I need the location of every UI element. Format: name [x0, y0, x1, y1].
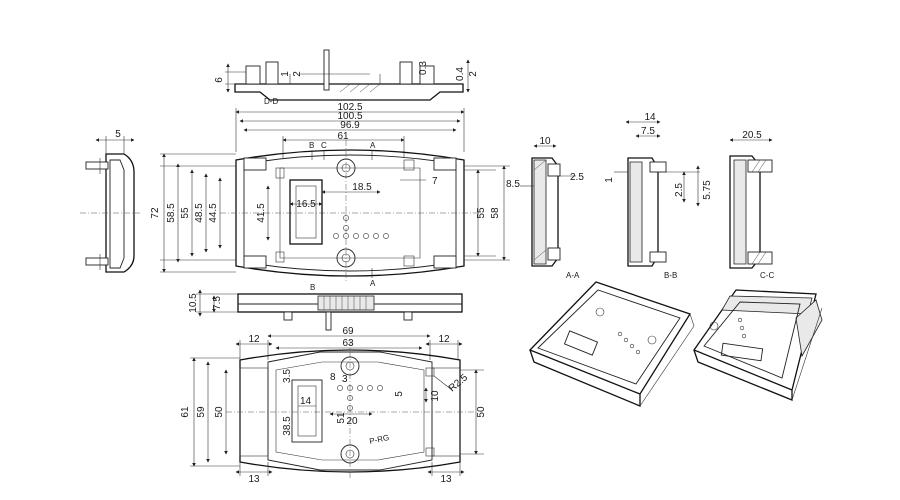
bottom-dim-50: 50 — [214, 406, 225, 418]
top-mark-b: B — [309, 141, 314, 150]
top-dim-44-5: 44.5 — [208, 203, 219, 223]
top-dim-16-5: 16.5 — [296, 199, 316, 210]
bottom-dim-20: 20 — [346, 416, 358, 427]
top-dim-41-5: 41.5 — [256, 203, 267, 223]
bb-dim-5-75: 5.75 — [702, 180, 713, 200]
front-dim-7-5: 7.5 — [212, 296, 223, 310]
isometric-top-view — [528, 281, 695, 407]
top-dim-58-right: 58 — [490, 207, 501, 219]
view-section-c-c: 20.5 C-C — [729, 130, 774, 280]
view-bottom: 12 12 69 63 61 59 50 50 — [180, 326, 487, 485]
bottom-dim-5: 5 — [394, 391, 405, 397]
dd-dim-2b: 2 — [468, 71, 479, 77]
dd-dim-1: 1 — [280, 71, 291, 77]
top-dim-18-5: 18.5 — [352, 182, 372, 193]
top-dim-55-right: 55 — [476, 207, 487, 219]
dd-dim-6: 6 — [214, 77, 225, 83]
top-mark-c: C — [321, 141, 327, 150]
top-dim-48-5: 48.5 — [194, 203, 205, 223]
bottom-dim-12b: 12 — [438, 334, 450, 345]
bottom-dim-10: 10 — [430, 390, 441, 402]
top-dim-96-9: 96.9 — [340, 120, 360, 131]
view-top: 102.5 100.5 96.9 61 B C — [150, 102, 510, 288]
bottom-dim-12a: 12 — [248, 334, 260, 345]
front-mark-b: B — [310, 283, 315, 292]
bottom-dim-50-right: 50 — [476, 406, 487, 418]
bottom-dim-69: 69 — [342, 326, 354, 337]
bottom-dim-14: 14 — [300, 396, 312, 407]
bottom-dim-3: 3 — [342, 374, 348, 385]
bb-dim-2-5: 2.5 — [674, 183, 685, 197]
isometric-bottom-view — [693, 289, 823, 401]
bottom-dim-59: 59 — [196, 406, 207, 418]
aa-dim-8-5: 8.5 — [506, 179, 520, 190]
view-front: 10.5 7.5 B — [188, 283, 463, 331]
top-dim-61: 61 — [337, 131, 349, 142]
view-section-b-b: 14 7.5 1 2.5 5.75 B-B — [604, 112, 713, 280]
cc-dim-20-5: 20.5 — [742, 130, 762, 141]
bottom-note: P-RG — [369, 433, 390, 446]
bb-dim-1: 1 — [604, 177, 615, 183]
dd-dim-0-3: 0.3 — [418, 61, 429, 75]
dd-dim-2: 2 — [292, 71, 303, 77]
bottom-dim-51: 51 — [336, 412, 347, 424]
aa-dim-10: 10 — [539, 136, 551, 147]
bottom-dim-13a: 13 — [248, 474, 260, 485]
view-side-left: 5 — [80, 129, 140, 273]
front-dim-10-5: 10.5 — [188, 293, 199, 313]
bottom-dim-r2-5: R2.5 — [447, 372, 471, 394]
dd-label: D-D — [264, 97, 278, 106]
bottom-dim-13b: 13 — [440, 474, 452, 485]
view-section-a-a: 10 2.5 8.5 A-A — [506, 136, 584, 280]
dd-dim-0-4: 0.4 — [455, 67, 466, 81]
cc-label: C-C — [760, 271, 774, 280]
bottom-dim-8: 8 — [330, 372, 336, 383]
aa-label: A-A — [566, 271, 580, 280]
top-mark-a2: A — [370, 279, 376, 288]
side-dim-5: 5 — [115, 129, 121, 140]
bb-dim-14: 14 — [644, 112, 656, 123]
bb-label: B-B — [664, 271, 677, 280]
bottom-dim-63: 63 — [342, 338, 354, 349]
bottom-dim-3-5: 3.5 — [282, 369, 293, 383]
bottom-dim-61: 61 — [180, 406, 191, 418]
top-dim-58-5: 58.5 — [166, 203, 177, 223]
top-mark-a: A — [370, 141, 376, 150]
top-dim-7: 7 — [432, 176, 438, 187]
bottom-dim-38-5: 38.5 — [282, 416, 293, 436]
view-d-d: 6 1 2 0.3 0.4 2 D-D — [214, 49, 479, 106]
bb-dim-7-5: 7.5 — [641, 126, 655, 137]
top-dim-100-5: 100.5 — [337, 111, 362, 122]
aa-dim-2-5: 2.5 — [570, 172, 584, 183]
top-dim-72: 72 — [150, 207, 161, 219]
top-dim-102-5: 102.5 — [337, 102, 362, 113]
top-dim-55: 55 — [180, 207, 191, 219]
